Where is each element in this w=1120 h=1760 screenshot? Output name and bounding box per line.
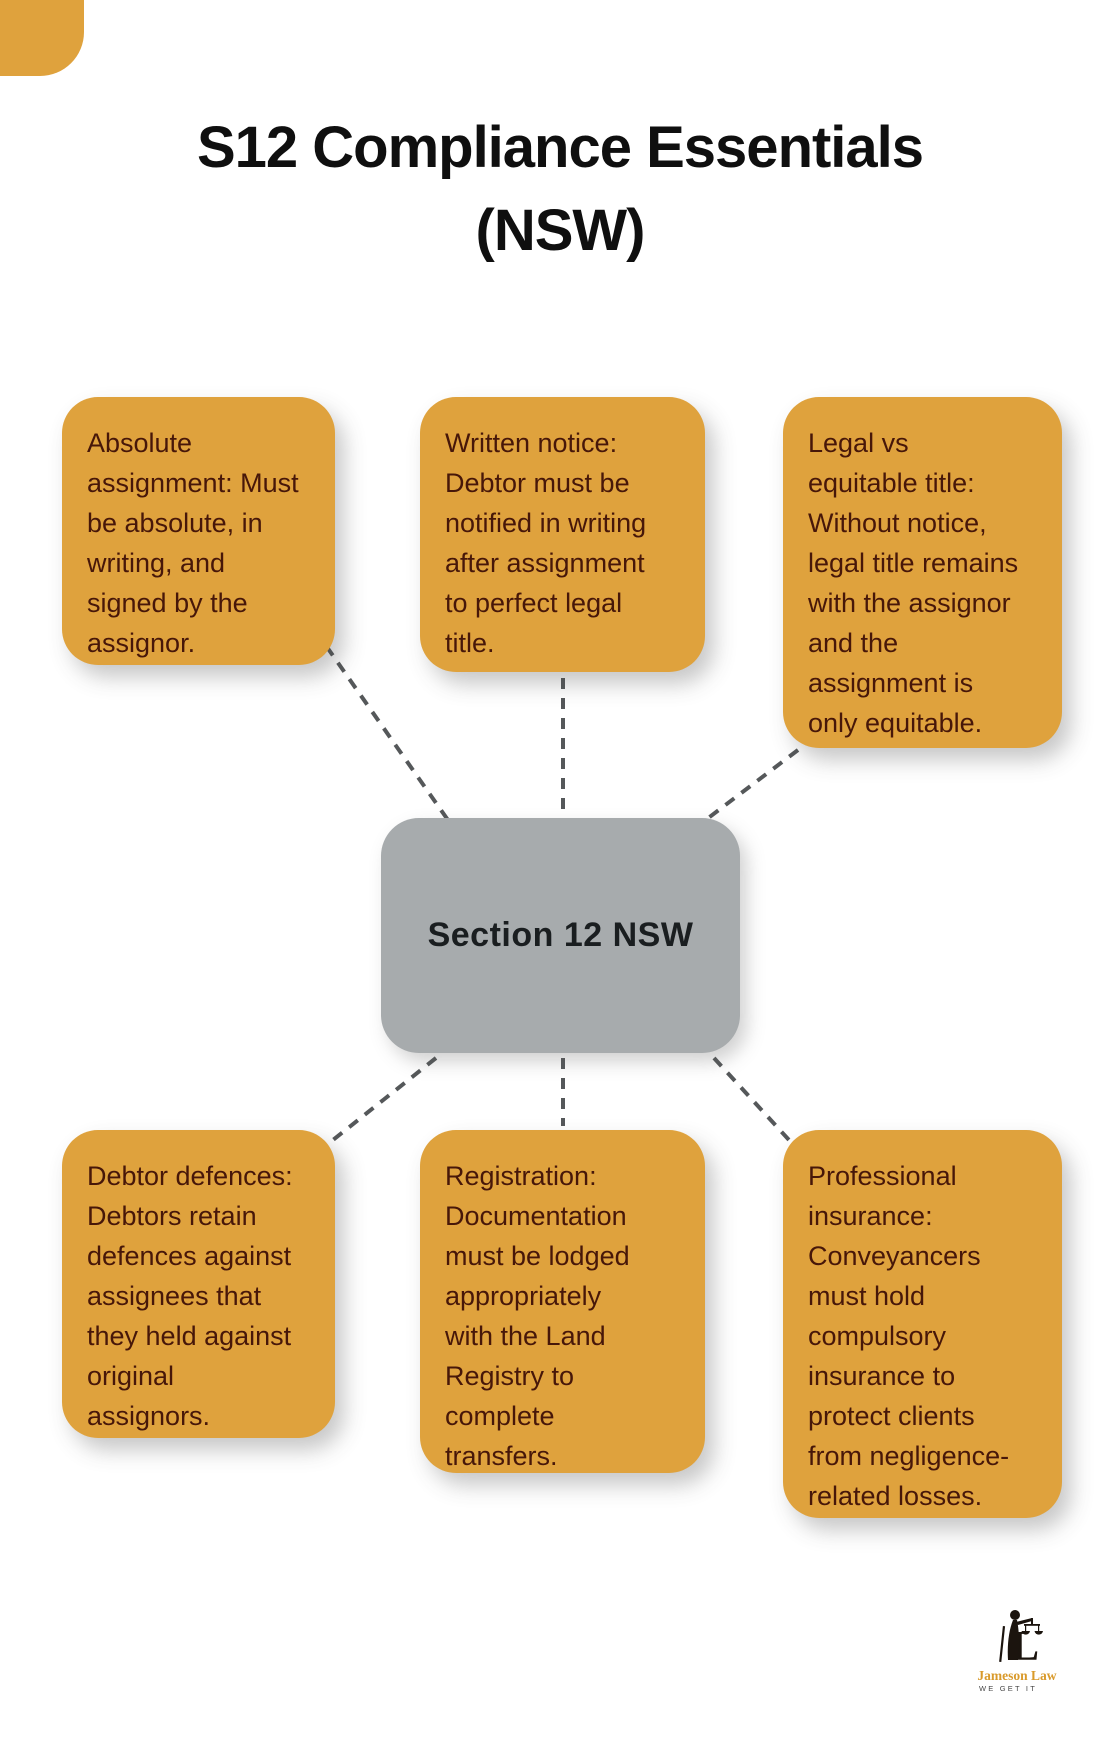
info-box-legal-vs-equitable-title: Legal vs equitable title: Without notice, l… bbox=[783, 397, 1062, 748]
text-line: to perfect legal bbox=[445, 588, 623, 618]
text-line: writing, and bbox=[87, 548, 226, 578]
text-line: Professional bbox=[808, 1161, 957, 1191]
lady-justice-scales-icon: L bbox=[999, 1610, 1043, 1668]
text-line: must hold bbox=[808, 1281, 926, 1311]
text-line: only equitable. bbox=[808, 708, 983, 738]
text-line: Conveyancers bbox=[808, 1241, 981, 1271]
text-line: insurance to bbox=[808, 1361, 956, 1391]
text-line: assignment: Must bbox=[87, 468, 299, 498]
text-line: notified in writing bbox=[445, 508, 647, 538]
text-line: insurance: bbox=[808, 1201, 933, 1231]
text-line: Debtor defences: bbox=[87, 1161, 293, 1191]
info-box-registration: Registration: Documentation must be lodged… bbox=[420, 1130, 705, 1473]
dashed-connector-bottom-right bbox=[712, 1056, 791, 1142]
info-box-written-notice: Written notice: Debtor must be notified in… bbox=[420, 397, 705, 672]
text-line: assignors. bbox=[87, 1401, 211, 1431]
text-line: and the bbox=[808, 628, 899, 658]
title-line-1: S12 Compliance Essentials bbox=[196, 115, 924, 180]
text-line: legal title remains bbox=[808, 548, 1019, 578]
center-node-label: Section 12 NSW bbox=[427, 916, 694, 954]
text-line: they held against bbox=[87, 1321, 292, 1351]
text-line: Registration: bbox=[445, 1161, 597, 1191]
text-line: from negligence- bbox=[808, 1441, 1010, 1471]
text-line: complete bbox=[445, 1401, 555, 1431]
text-line: compulsory bbox=[808, 1321, 947, 1351]
text-line: after assignment bbox=[445, 548, 645, 578]
text-line: Written notice: bbox=[445, 428, 618, 458]
text-line: Legal vs bbox=[808, 428, 909, 458]
text-line: with the assignor bbox=[808, 588, 1011, 618]
center-node: Section 12 NSW bbox=[381, 818, 740, 1053]
text-line: Debtors retain bbox=[87, 1201, 257, 1231]
text-line: assignees that bbox=[87, 1281, 262, 1311]
text-line: signed by the bbox=[87, 588, 248, 618]
text-line: be absolute, in bbox=[87, 508, 263, 538]
logo-name: Jameson Law bbox=[977, 1668, 1057, 1683]
text-line: original bbox=[87, 1361, 175, 1391]
corner-decoration bbox=[0, 0, 84, 76]
text-line: related losses. bbox=[808, 1481, 983, 1511]
info-box-professional-insurance: Professional insurance: Conveyancers must h… bbox=[783, 1130, 1062, 1518]
text-line: Without notice, bbox=[808, 508, 987, 538]
text-line: transfers. bbox=[445, 1441, 558, 1471]
text-line: protect clients bbox=[808, 1401, 975, 1431]
page-title: S12 Compliance Essentials (NSW) bbox=[0, 106, 1120, 272]
dashed-connector-bottom-left bbox=[331, 1056, 438, 1142]
logo-tagline: WE GET IT bbox=[979, 1684, 1037, 1693]
text-line: with the Land bbox=[445, 1321, 606, 1351]
text-line: Documentation bbox=[445, 1201, 627, 1231]
text-line: appropriately bbox=[445, 1281, 602, 1311]
text-line: assignment is bbox=[808, 668, 974, 698]
logo-jameson-law: L Jameson Law WE GET IT bbox=[966, 1608, 1068, 1694]
info-box-debtor-defences: Debtor defences: Debtors retain defences a… bbox=[62, 1130, 335, 1438]
text-line: Debtor must be bbox=[445, 468, 630, 498]
text-line: defences against bbox=[87, 1241, 292, 1271]
info-box-absolute-assignment: Absolute assignment: Must be absolute, in w… bbox=[62, 397, 335, 665]
title-line-2: (NSW) bbox=[475, 198, 646, 263]
text-line: Registry to bbox=[445, 1361, 575, 1391]
dashed-connector-top-right bbox=[701, 748, 800, 824]
text-line: equitable title: bbox=[808, 468, 975, 498]
text-line: Absolute bbox=[87, 428, 193, 458]
text-line: must be lodged bbox=[445, 1241, 630, 1271]
text-line: title. bbox=[445, 628, 495, 658]
text-line: assignor. bbox=[87, 628, 196, 658]
